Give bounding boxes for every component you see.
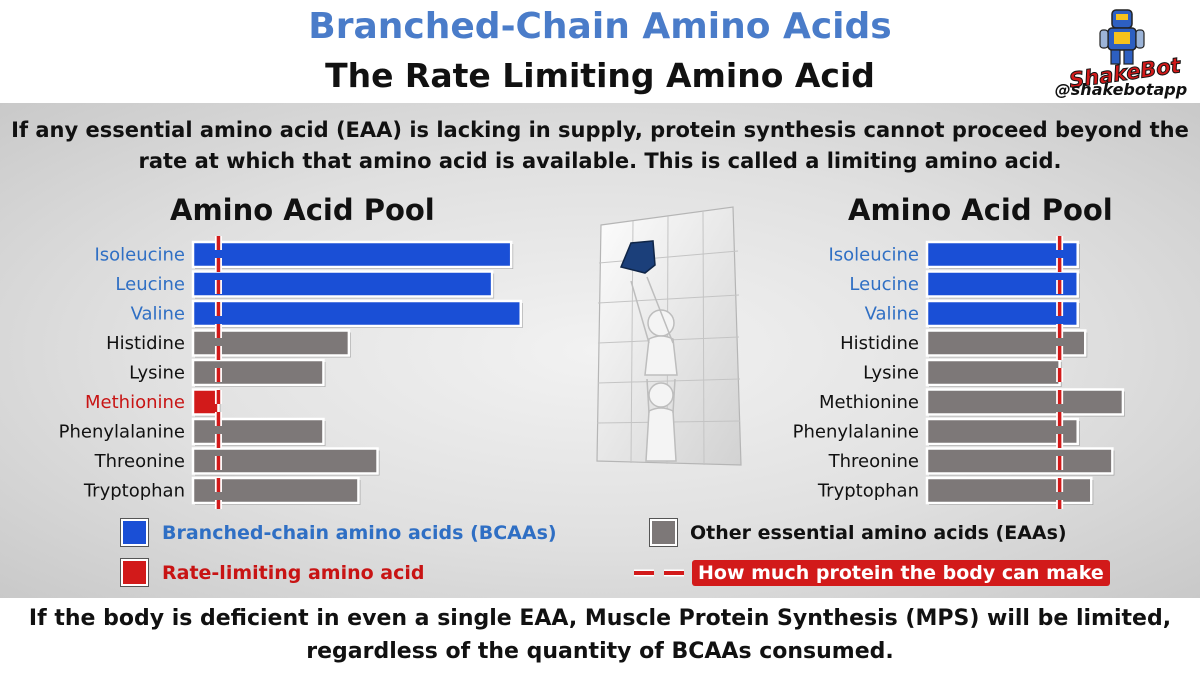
right-chart-title: Amino Acid Pool (848, 193, 1113, 227)
category-label: Tryptophan (83, 481, 185, 502)
intro-text: If any essential amino acid (EAA) is lac… (11, 118, 1189, 173)
limit-line-legend-label: How much protein the body can make (692, 560, 1110, 586)
bar-isoleucine (925, 240, 1079, 269)
bar-threonine (191, 447, 379, 475)
page-subtitle: The Rate Limiting Amino Acid (325, 56, 875, 95)
bar-leucine (191, 270, 494, 298)
other-legend-swatch (650, 519, 677, 546)
category-label: Isoleucine (94, 245, 185, 266)
bar-valine (191, 299, 522, 328)
category-label: Lysine (863, 363, 919, 384)
category-label: Tryptophan (817, 481, 919, 502)
category-label: Leucine (849, 274, 919, 295)
bar-tryptophan (925, 476, 1093, 505)
bar-leucine (925, 270, 1079, 298)
category-label: Phenylalanine (793, 422, 919, 443)
bcaa-legend-swatch (121, 519, 148, 546)
bar-lysine (925, 358, 1061, 387)
category-label: Threonine (828, 451, 919, 472)
robot-mascot-icon (1099, 9, 1145, 65)
category-label: Phenylalanine (59, 422, 185, 443)
category-label: Valine (131, 304, 185, 325)
bar-methionine (925, 388, 1125, 416)
social-handle: @shakebotapp (1054, 80, 1188, 99)
limiting-legend-label: Rate-limiting amino acid (162, 562, 425, 584)
bar-isoleucine (191, 240, 513, 269)
other-legend-label: Other essential amino acids (EAAs) (690, 522, 1067, 544)
limiting-legend-swatch (121, 559, 148, 586)
puzzle-figures-illustration (596, 206, 742, 466)
category-label: Histidine (106, 333, 185, 354)
bar-lysine (191, 358, 325, 387)
bar-valine (925, 299, 1079, 328)
header (0, 0, 1200, 103)
bar-phenylalanine (191, 417, 325, 446)
category-label: Methionine (85, 392, 185, 413)
page-title: Branched-Chain Amino Acids (308, 6, 892, 47)
category-label: Lysine (129, 363, 185, 384)
category-label: Isoleucine (828, 245, 919, 266)
category-label: Threonine (94, 451, 185, 472)
limit-line-legend-icon (634, 569, 684, 577)
bar-threonine (925, 447, 1114, 475)
conclusion-text: If the body is deficient in even a singl… (28, 606, 1172, 664)
category-label: Leucine (115, 274, 185, 295)
category-label: Histidine (840, 333, 919, 354)
bar-phenylalanine (925, 417, 1079, 446)
bcaa-legend-label: Branched-chain amino acids (BCAAs) (162, 522, 557, 544)
left-chart-title: Amino Acid Pool (170, 193, 435, 227)
stacked-figures-icon (630, 276, 678, 462)
shakebot-logo: ShakeBot (1067, 9, 1184, 93)
category-label: Valine (865, 304, 919, 325)
category-label: Methionine (819, 392, 919, 413)
